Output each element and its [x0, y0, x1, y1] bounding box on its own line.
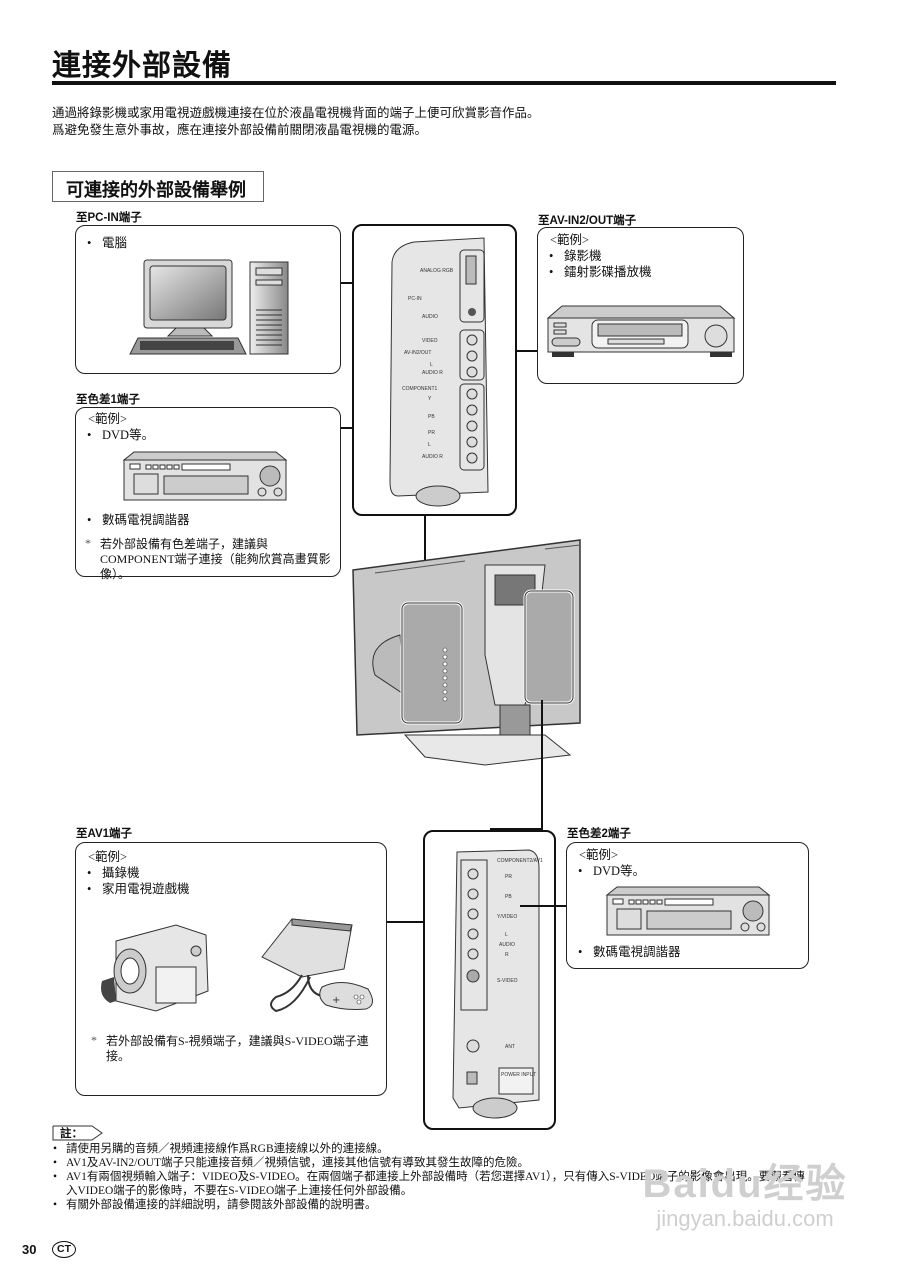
component1-note: 若外部設備有色差端子，建議與COMPONENT端子連接（能夠欣賞高畫質影像）。 [76, 536, 338, 582]
svg-text:PR: PR [428, 430, 435, 436]
component2-connector-line [520, 905, 566, 907]
av-in2-out-box: <範例> 錄影機 鐳射影碟播放機 [537, 227, 744, 384]
example-label: <範例> [88, 850, 128, 864]
component2-item: DVD等。 [571, 863, 645, 879]
svg-text:POWER INPUT: POWER INPUT [501, 1072, 536, 1078]
component1-item: DVD等。 [80, 427, 154, 443]
pc-in-item: 電腦 [80, 235, 127, 251]
camcorder-icon [101, 924, 209, 1012]
page-title: 連接外部設備 [52, 50, 233, 82]
svg-text:COMPONENT1: COMPONENT1 [402, 386, 438, 392]
svg-text:PR: PR [505, 874, 512, 880]
watermark-main: Baidu经验 [642, 1162, 848, 1206]
av1-connector-line [387, 921, 424, 923]
svg-text:Y: Y [428, 396, 432, 402]
svg-text:L: L [505, 932, 508, 938]
note-item: 有關外部設備連接的詳細說明，請參閱該外部設備的說明書。 [52, 1198, 852, 1212]
component1-label: 至色差1端子 [76, 394, 140, 406]
av1-label: 至AV1端子 [76, 828, 133, 840]
av1-box: <範例> 攝錄機 家用電視遊戲機 + 若外部設備有S-視頻端子，建議與S-VID… [75, 842, 387, 1096]
tv-back-icon [352, 539, 581, 766]
svg-text:AUDIO R: AUDIO R [422, 454, 443, 460]
notes-label-text: 註： [60, 1128, 83, 1140]
svg-text:ANALOG RGB: ANALOG RGB [420, 268, 454, 274]
note-item: 請使用另購的音頻／視頻連接線作爲RGB連接線以外的連接線。 [52, 1142, 852, 1156]
av1-item: 攝錄機 [80, 865, 190, 881]
svg-text:L: L [430, 362, 433, 368]
component1-box: <範例> DVD等。 數碼電視調諧器 若外部設備有色差端子，建議與COMPONE… [75, 407, 341, 581]
svg-text:R: R [505, 952, 509, 958]
pc-in-label: 至PC-IN端子 [76, 212, 142, 224]
av1-note: 若外部設備有S-視頻端子，建議與S-VIDEO端子連接。 [82, 1033, 372, 1064]
top-panel-connector-line [424, 516, 426, 601]
intro-line-1: 通過將錄影機或家用電視遊戲機連接在位於液晶電視機背面的端子上便可欣賞影音作品。 [52, 106, 540, 120]
intro-line-2: 爲避免發生意外事故，應在連接外部設備前關閉液晶電視機的電源。 [52, 123, 428, 137]
svg-text:AUDIO R: AUDIO R [422, 370, 443, 376]
title-rule [52, 81, 836, 85]
svg-text:Y/VIDEO: Y/VIDEO [497, 914, 517, 920]
svg-text:PB: PB [428, 414, 435, 420]
svg-text:PC-IN: PC-IN [408, 296, 422, 302]
bottom-panel-connector-line-h [490, 828, 543, 830]
svg-text:AV-IN2/OUT: AV-IN2/OUT [404, 350, 431, 356]
top-terminal-panel-frame: ANALOG RGB PC-IN AUDIO VIDEO AV-IN2/OUT … [352, 224, 517, 516]
dvd-player-icon [605, 886, 771, 936]
note-item: AV1有兩個視頻輸入端子：VIDEO及S-VIDEO。在兩個端子都連接上外部設備… [52, 1170, 812, 1198]
svg-text:+: + [332, 995, 340, 1006]
example-label: <範例> [88, 412, 128, 426]
pc-in-box: 電腦 [75, 225, 341, 374]
watermark: Baidu经验 jingyan.baidu.com [625, 1140, 865, 1250]
notes-list: 請使用另購的音頻／視頻連接線作爲RGB連接線以外的連接線。 AV1及AV-IN2… [52, 1142, 852, 1212]
language-badge: CT [52, 1241, 76, 1258]
av1-item: 家用電視遊戲機 [80, 881, 190, 897]
bottom-panel-connector-line [541, 700, 543, 830]
av-in2-out-label: 至AV-IN2/OUT端子 [538, 215, 637, 227]
bottom-terminal-panel-frame: COMPONENT2/AV1 PR PB Y/VIDEO L AUDIO R S… [423, 830, 556, 1130]
example-label: <範例> [579, 848, 619, 862]
svg-text:VIDEO: VIDEO [422, 338, 438, 344]
game-console-icon: + [261, 918, 373, 1013]
vcr-icon [546, 305, 736, 357]
svg-text:PB: PB [505, 894, 512, 900]
terminal-panel-bottom-icon: COMPONENT2/AV1 PR PB Y/VIDEO L AUDIO R S… [452, 849, 543, 1119]
component2-item: 數碼電視調諧器 [571, 944, 681, 960]
svg-text:AUDIO: AUDIO [422, 314, 438, 320]
component2-label: 至色差2端子 [567, 828, 631, 840]
component2-box: <範例> DVD等。 數碼電視調諧器 [566, 842, 809, 969]
svg-text:AUDIO: AUDIO [499, 942, 515, 948]
svg-text:S-VIDEO: S-VIDEO [497, 978, 518, 984]
notes-label: 註： [52, 1125, 104, 1141]
example-label: <範例> [550, 233, 590, 247]
notes-tag-icon [52, 1125, 103, 1141]
av-in2-out-item: 錄影機 [542, 248, 652, 264]
computer-icon [129, 259, 289, 355]
svg-text:COMPONENT2/AV1: COMPONENT2/AV1 [497, 858, 543, 864]
watermark-sub: jingyan.baidu.com [656, 1206, 834, 1231]
section-heading: 可連接的外部設備舉例 [52, 171, 264, 202]
page-number: 30 [22, 1242, 37, 1257]
component1-item: 數碼電視調諧器 [80, 512, 190, 528]
note-item: AV1及AV-IN2/OUT端子只能連接音頻／視頻信號，連接其他信號有導致其發生… [52, 1156, 852, 1170]
svg-text:L: L [428, 442, 431, 448]
svg-text:ANT: ANT [505, 1044, 515, 1050]
av-in2-out-item: 鐳射影碟播放機 [542, 264, 652, 280]
terminal-panel-top-icon: ANALOG RGB PC-IN AUDIO VIDEO AV-IN2/OUT … [389, 237, 489, 507]
dvd-player-icon [122, 451, 288, 501]
